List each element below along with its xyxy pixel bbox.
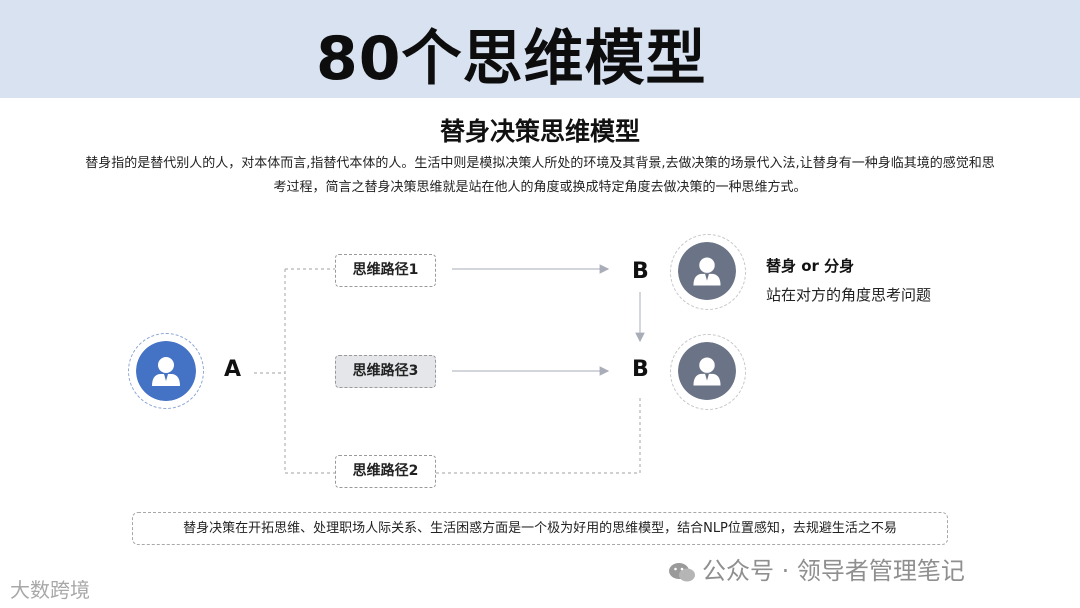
node-b-top: B: [632, 259, 649, 284]
user-icon: [136, 341, 196, 401]
user-icon: [678, 242, 736, 300]
path-box-3: 思维路径3: [335, 355, 436, 388]
avatar-b-mid-ring: [670, 334, 746, 410]
summary-note: 替身决策在开拓思维、处理职场人际关系、生活困惑方面是一个极为好用的思维模型，结合…: [132, 512, 948, 545]
user-icon: [678, 342, 736, 400]
wechat-icon: [668, 561, 696, 583]
path-box-2: 思维路径2: [335, 455, 436, 488]
model-title: 替身决策思维模型: [439, 117, 640, 146]
path-box-1: 思维路径1: [335, 254, 436, 287]
wechat-watermark-text: 公众号 · 领导者管理笔记: [702, 557, 965, 585]
page-title: 80个思维模型: [316, 24, 707, 94]
avatar-b-top-ring: [670, 234, 746, 310]
avatar-a-ring: [128, 333, 204, 409]
description-line-2: 考过程，简言之替身决策思维就是站在他人的角度或换成特定角度去做决策的一种思维方式…: [273, 180, 807, 195]
substitute-note: 站在对方的角度思考问题: [766, 286, 932, 304]
wechat-watermark: 公众号 · 领导者管理笔记: [668, 551, 965, 586]
description-line-1: 替身指的是替代别人的人，对本体而言,指替代本体的人。生活中则是模拟决策人所处的环…: [85, 156, 995, 171]
substitute-label: 替身 or 分身: [766, 257, 855, 275]
logo-watermark: 大数跨境: [10, 578, 90, 602]
title-banner: [0, 0, 1080, 98]
path2-connector: [436, 398, 641, 474]
branch-connector: [254, 268, 335, 474]
node-a: A: [224, 357, 242, 382]
description: 替身指的是替代别人的人，对本体而言,指替代本体的人。生活中则是模拟决策人所处的环…: [60, 152, 1020, 200]
node-b-mid: B: [632, 357, 649, 382]
